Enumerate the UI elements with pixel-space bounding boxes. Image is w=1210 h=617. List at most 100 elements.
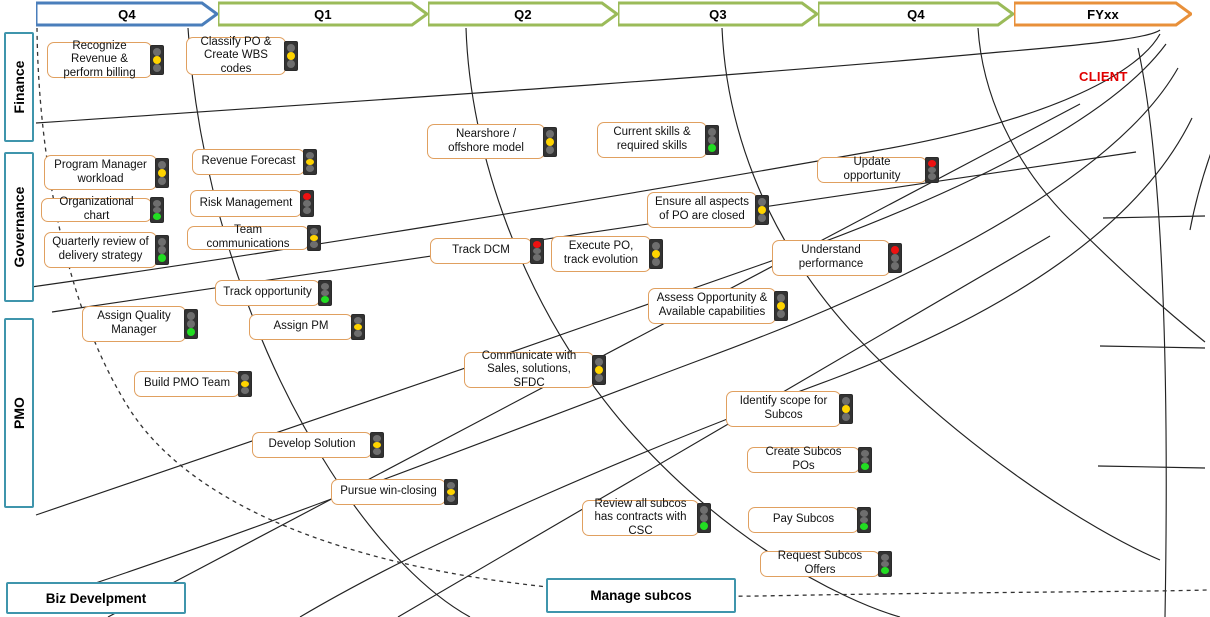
traffic-light-icon[interactable] — [150, 45, 164, 75]
traffic-light-lamp-amber — [153, 56, 161, 64]
traffic-light-icon[interactable] — [238, 371, 252, 397]
task-card[interactable]: Recognize Revenue & perform billing — [47, 40, 164, 79]
task-card[interactable]: Create Subcos POs — [747, 446, 872, 473]
task-card[interactable]: Track DCM — [430, 238, 544, 264]
traffic-light-icon[interactable] — [530, 238, 544, 264]
traffic-light-icon[interactable] — [184, 309, 198, 339]
task-card[interactable]: Revenue Forecast — [192, 149, 317, 175]
traffic-light-icon[interactable] — [150, 197, 164, 223]
phase-arrow-6[interactable]: FYxx — [1014, 1, 1192, 27]
process-footer-1[interactable]: Biz Develpment — [6, 582, 186, 614]
traffic-light-lamp-green — [447, 495, 455, 503]
traffic-light-lamp-amber — [158, 246, 166, 254]
process-footer-2[interactable]: Manage subcos — [546, 578, 736, 613]
traffic-light-icon[interactable] — [878, 551, 892, 577]
task-label: Organizational chart — [41, 196, 152, 222]
traffic-light-icon[interactable] — [839, 394, 853, 424]
task-card[interactable]: Program Manager workload — [44, 155, 169, 190]
task-card[interactable]: Pursue win-closing — [331, 479, 458, 505]
traffic-light-lamp-red — [652, 242, 660, 250]
traffic-light-icon[interactable] — [303, 149, 317, 175]
phase-arrow-1[interactable]: Q4 — [36, 1, 218, 27]
task-card[interactable]: Classify PO & Create WBS codes — [186, 36, 298, 75]
traffic-light-icon[interactable] — [444, 479, 458, 505]
task-label: Build PMO Team — [134, 371, 240, 397]
task-card[interactable]: Build PMO Team — [134, 371, 252, 397]
traffic-light-lamp-red — [777, 294, 785, 302]
task-card[interactable]: Communicate with Sales, solutions, SFDC — [464, 350, 606, 389]
traffic-light-lamp-red — [860, 510, 868, 517]
traffic-light-icon[interactable] — [370, 432, 384, 458]
task-label: Current skills & required skills — [597, 122, 707, 158]
traffic-light-icon[interactable] — [705, 125, 719, 155]
traffic-light-lamp-red — [533, 241, 541, 248]
traffic-light-icon[interactable] — [774, 291, 788, 321]
traffic-light-lamp-green — [842, 413, 850, 421]
task-label: Execute PO, track evolution — [551, 236, 651, 272]
traffic-light-icon[interactable] — [543, 126, 557, 157]
traffic-light-lamp-amber — [861, 456, 869, 464]
task-card[interactable]: Identify scope for Subcos — [726, 391, 853, 427]
traffic-light-icon[interactable] — [755, 195, 769, 225]
task-card[interactable]: Assign Quality Manager — [82, 306, 198, 342]
traffic-light-lamp-green — [777, 310, 785, 318]
traffic-light-lamp-green — [153, 64, 161, 72]
traffic-light-lamp-amber — [158, 168, 166, 177]
traffic-light-icon[interactable] — [300, 190, 314, 217]
task-card[interactable]: Execute PO, track evolution — [551, 236, 663, 272]
traffic-light-lamp-green — [758, 214, 766, 222]
task-card[interactable]: Pay Subcos — [748, 507, 871, 533]
task-label: Team communications — [187, 224, 309, 250]
traffic-light-lamp-red — [708, 128, 716, 136]
traffic-light-icon[interactable] — [858, 447, 872, 473]
task-label: Classify PO & Create WBS codes — [186, 36, 286, 75]
task-card[interactable]: Organizational chart — [41, 196, 164, 223]
traffic-light-lamp-amber — [373, 441, 381, 449]
traffic-light-lamp-red — [287, 44, 295, 52]
phase-arrow-3[interactable]: Q2 — [428, 1, 618, 27]
traffic-light-lamp-red — [881, 554, 889, 561]
task-card[interactable]: Assign PM — [249, 314, 365, 340]
traffic-light-lamp-red — [595, 358, 603, 366]
traffic-light-lamp-amber — [842, 405, 850, 413]
traffic-light-icon[interactable] — [888, 243, 902, 273]
phase-band: Q4 Q1 Q2 Q3 Q4 FYxx — [0, 0, 1210, 28]
task-card[interactable]: Risk Management — [190, 190, 314, 217]
task-card[interactable]: Team communications — [187, 224, 321, 251]
task-card[interactable]: Request Subcos Offers — [760, 550, 892, 577]
traffic-light-icon[interactable] — [857, 507, 871, 533]
task-card[interactable]: Track opportunity — [215, 280, 332, 306]
traffic-light-icon[interactable] — [925, 157, 939, 183]
task-card[interactable]: Understand performance — [772, 240, 902, 276]
traffic-light-lamp-green — [533, 254, 541, 262]
traffic-light-icon[interactable] — [351, 314, 365, 340]
phase-arrow-4[interactable]: Q3 — [618, 1, 818, 27]
traffic-light-lamp-amber — [321, 289, 329, 297]
task-card[interactable]: Review all subcos has contracts with CSC — [582, 498, 711, 537]
traffic-light-lamp-amber — [287, 52, 295, 60]
task-label: Assess Opportunity & Available capabilit… — [648, 288, 776, 324]
phase-arrow-2[interactable]: Q1 — [218, 1, 428, 27]
traffic-light-icon[interactable] — [592, 355, 606, 385]
task-card[interactable]: Nearshore / offshore model — [427, 124, 557, 159]
phase-arrow-5[interactable]: Q4 — [818, 1, 1014, 27]
task-card[interactable]: Quarterly review of delivery strategy — [44, 232, 169, 268]
traffic-light-lamp-green — [158, 176, 166, 185]
traffic-light-icon[interactable] — [155, 235, 169, 265]
task-card[interactable]: Ensure all aspects of PO are closed — [647, 192, 769, 228]
task-label: Ensure all aspects of PO are closed — [647, 192, 757, 228]
traffic-light-icon[interactable] — [284, 41, 298, 71]
task-card[interactable]: Current skills & required skills — [597, 122, 719, 158]
traffic-light-icon[interactable] — [318, 280, 332, 306]
task-card[interactable]: Assess Opportunity & Available capabilit… — [648, 288, 788, 324]
task-label: Assign Quality Manager — [82, 306, 186, 342]
traffic-light-icon[interactable] — [155, 157, 169, 188]
traffic-light-icon[interactable] — [307, 225, 321, 251]
phase-arrow-shape — [618, 1, 818, 27]
traffic-light-lamp-red — [842, 397, 850, 405]
traffic-light-lamp-green — [287, 60, 295, 68]
task-card[interactable]: Update opportunity — [817, 156, 939, 183]
traffic-light-icon[interactable] — [649, 239, 663, 269]
task-card[interactable]: Develop Solution — [252, 432, 384, 458]
traffic-light-icon[interactable] — [697, 503, 711, 533]
